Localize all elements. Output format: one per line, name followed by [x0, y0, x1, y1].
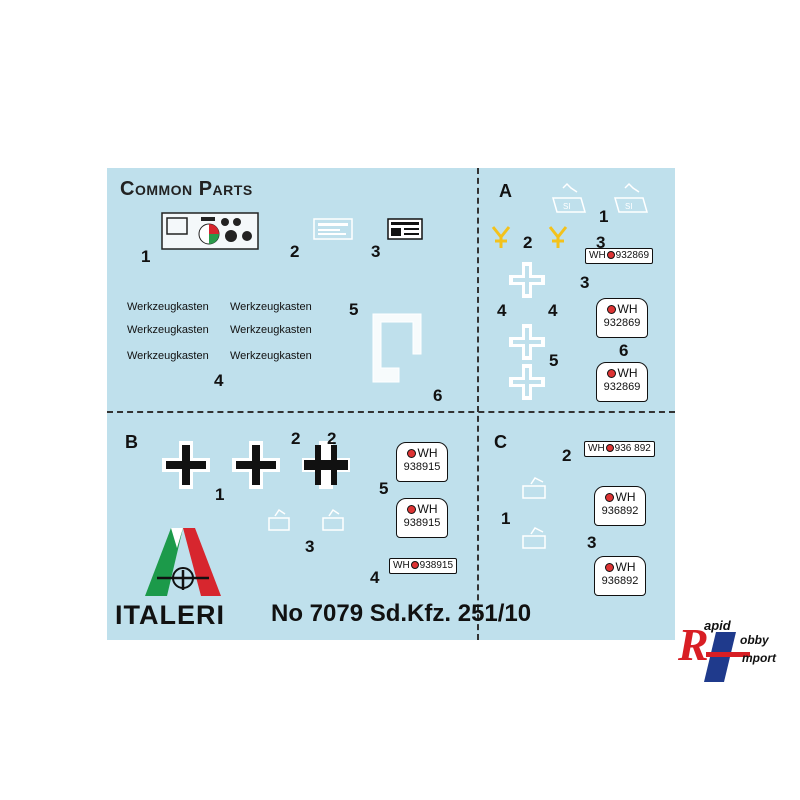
logo-import: mport [742, 651, 777, 665]
decal-number: 5 [349, 300, 359, 319]
tactical-sign-decal [522, 527, 546, 549]
yellow-rune-decal [491, 226, 511, 248]
decal-number: 4 [548, 301, 558, 320]
balkenkreuz-outline-decal [302, 441, 350, 489]
werkzeugkasten-text: Werkzeugkasten [127, 324, 209, 336]
yellow-rune-decal [548, 226, 568, 248]
instrument-panel-decal [161, 212, 259, 250]
kit-title: No 7079 Sd.Kfz. 251/10 [271, 600, 532, 627]
werkzeugkasten-text: Werkzeugkasten [127, 301, 209, 313]
decal-number: 1 [215, 485, 225, 504]
horizontal-cut-line [107, 411, 675, 413]
decal-number: 5 [549, 351, 559, 370]
decal-number: 6 [433, 386, 443, 405]
decal-number: 3 [580, 273, 590, 292]
werkzeugkasten-text: Werkzeugkasten [127, 350, 209, 362]
logo-r: R [677, 619, 709, 670]
werkzeugkasten-text: Werkzeugkasten [230, 301, 312, 313]
logo-obby: obby [740, 633, 770, 647]
decal-sheet: Common Parts 1 2 3 Werkzeugkasten Werkze… [107, 168, 675, 640]
decal-number: 6 [619, 341, 629, 360]
decal-number: 2 [291, 429, 301, 448]
decal-number: 2 [327, 429, 337, 448]
section-label-c: C [494, 432, 507, 452]
license-plate-box: WH 938915 [396, 498, 448, 538]
placard-decal-white [313, 218, 353, 240]
italeri-brand: ITALERI [115, 600, 225, 630]
decal-number: 1 [141, 247, 151, 266]
tactical-sign-decal [322, 508, 344, 531]
license-plate-box: WH 936892 [594, 486, 646, 526]
balkenkreuz-white-decal [509, 324, 545, 360]
decal-number: 3 [596, 233, 606, 252]
decal-number: 3 [587, 533, 597, 552]
decal-number: 1 [501, 509, 511, 528]
werkzeugkasten-text: Werkzeugkasten [230, 324, 312, 336]
tactical-sign-decal: SI [614, 182, 648, 213]
decal-number: 3 [305, 537, 315, 556]
tactical-sign-decal: SI [552, 182, 586, 213]
decal-number: 4 [370, 568, 380, 587]
logo-apid: apid [704, 618, 732, 633]
decal-number: 2 [562, 446, 572, 465]
vertical-cut-line [477, 168, 479, 640]
stamp-text: SI [625, 202, 633, 211]
balkenkreuz-black-decal [162, 441, 210, 489]
license-plate-box: WH 936892 [594, 556, 646, 596]
decal-number: 3 [371, 242, 381, 261]
license-plate-box: WH 932869 [596, 298, 648, 338]
decal-number: 5 [379, 479, 389, 498]
balkenkreuz-white-decal [509, 364, 545, 400]
placard-decal-black [387, 218, 423, 240]
rapid-hobby-import-logo: R apid obby mport [677, 618, 777, 682]
tactical-sign-decal [268, 508, 290, 531]
decal-number: 4 [214, 371, 224, 390]
section-label-b: B [125, 432, 138, 452]
werkzeugkasten-text: Werkzeugkasten [230, 350, 312, 362]
balkenkreuz-black-decal [232, 441, 280, 489]
balkenkreuz-white-decal [509, 262, 545, 298]
decal-number: 2 [523, 233, 533, 252]
stamp-text: SI [563, 202, 571, 211]
common-parts-title: Common Parts [120, 178, 253, 200]
italeri-logo-mark [145, 528, 221, 596]
decal-number: 1 [599, 207, 609, 226]
tactical-sign-decal [522, 477, 546, 499]
license-plate-box: WH 938915 [396, 442, 448, 482]
license-plate-box: WH 932869 [596, 362, 648, 402]
section-label-a: A [499, 181, 512, 201]
decal-number: 4 [497, 301, 507, 320]
decal-number: 2 [290, 242, 300, 261]
white-bracket-decal [372, 313, 422, 383]
